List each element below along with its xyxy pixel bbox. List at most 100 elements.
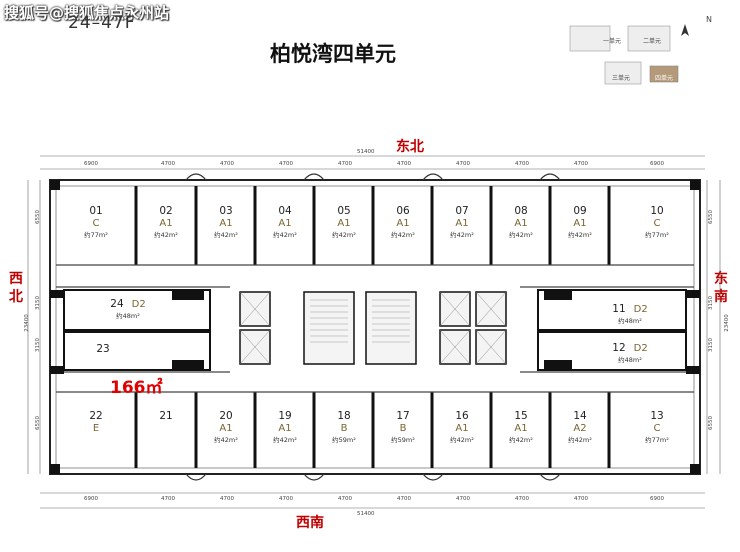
unit-type: E bbox=[92, 423, 100, 434]
unit-04[interactable]: 04 A1 约42m² bbox=[259, 205, 311, 240]
unit-area: 约42m² bbox=[273, 231, 297, 239]
unit-19[interactable]: 19 A1 约42m² bbox=[259, 410, 311, 445]
unit-type: C bbox=[653, 423, 661, 434]
unit-type: A1 bbox=[514, 423, 528, 434]
dim-bottom-1: 6900 bbox=[84, 496, 98, 502]
dim-top-10: 6900 bbox=[650, 161, 664, 167]
unit-type: A1 bbox=[219, 218, 233, 229]
unit-05[interactable]: 05 A1 约42m² bbox=[318, 205, 370, 240]
unit-area: 约48m² bbox=[618, 317, 642, 325]
unit-12[interactable]: 12 D2 约48m² bbox=[590, 342, 670, 365]
dim-top-8: 4700 bbox=[515, 161, 529, 167]
dim-left-2: 3150 bbox=[35, 296, 41, 310]
unit-number: 17 bbox=[396, 410, 410, 422]
unit-number: 03 bbox=[219, 205, 233, 217]
dim-top-5: 4700 bbox=[338, 161, 352, 167]
unit-number: 18 bbox=[337, 410, 351, 422]
unit-area: 约42m² bbox=[568, 436, 592, 444]
unit-10[interactable]: 10 C 约77m² bbox=[622, 205, 692, 240]
unit-number: 05 bbox=[337, 205, 351, 217]
unit-area: 约77m² bbox=[645, 231, 669, 239]
unit-number: 24 bbox=[110, 298, 124, 310]
unit-type: D2 bbox=[131, 299, 146, 310]
page-title: 柏悦湾四单元 bbox=[270, 42, 396, 66]
unit-number: 02 bbox=[159, 205, 173, 217]
key-plan bbox=[569, 24, 689, 85]
dim-right-2: 3150 bbox=[708, 296, 714, 310]
unit-15[interactable]: 15 A1 约42m² bbox=[495, 410, 547, 445]
keyplan-unit-2: 二单元 bbox=[643, 38, 662, 45]
unit-number: 23 bbox=[96, 343, 110, 355]
dim-top-4: 4700 bbox=[279, 161, 293, 167]
unit-01[interactable]: 01 C 约77m² bbox=[66, 205, 126, 240]
unit-number: 13 bbox=[650, 410, 664, 422]
dim-top-2: 4700 bbox=[161, 161, 175, 167]
keyplan-unit-3: 三单元 bbox=[612, 75, 631, 82]
unit-number: 10 bbox=[650, 205, 664, 217]
unit-09[interactable]: 09 A1 约42m² bbox=[554, 205, 606, 240]
dim-bottom-3: 4700 bbox=[220, 496, 234, 502]
unit-13[interactable]: 13 13 13 13 13 13 13 13 13 13 13 13 13 C… bbox=[622, 410, 692, 445]
unit-area: 约59m² bbox=[391, 436, 415, 444]
unit-area: 约42m² bbox=[509, 436, 533, 444]
unit-02[interactable]: 02 A1 约42m² bbox=[140, 205, 192, 240]
dim-bottom-10: 6900 bbox=[650, 496, 664, 502]
unit-area: 约77m² bbox=[645, 436, 669, 444]
unit-type: B bbox=[340, 423, 348, 434]
unit-number: 15 bbox=[514, 410, 528, 422]
unit-number: 14 bbox=[573, 410, 587, 422]
unit-23[interactable]: 23 bbox=[80, 343, 126, 356]
unit-03[interactable]: 03 A1 约42m² bbox=[200, 205, 252, 240]
dim-bottom-8: 4700 bbox=[515, 496, 529, 502]
dim-right-1: 6550 bbox=[708, 210, 714, 224]
unit-type: A1 bbox=[455, 423, 469, 434]
unit-number: 22 bbox=[89, 410, 103, 422]
unit-area: 约42m² bbox=[154, 231, 178, 239]
unit-14[interactable]: 14 A2 约42m² bbox=[554, 410, 606, 445]
unit-type: B bbox=[399, 423, 407, 434]
dim-right-4: 3150 bbox=[708, 338, 714, 352]
dim-left-4: 3150 bbox=[35, 338, 41, 352]
unit-22[interactable]: 22 E bbox=[66, 410, 126, 435]
direction-top: 东北 bbox=[396, 139, 424, 155]
unit-type: D2 bbox=[633, 304, 648, 315]
unit-area: 约48m² bbox=[116, 312, 140, 320]
unit-number: 07 bbox=[455, 205, 469, 217]
dim-top-3: 4700 bbox=[220, 161, 234, 167]
keyplan-unit-4: 四单元 bbox=[655, 75, 674, 82]
dim-bottom-9: 4700 bbox=[574, 496, 588, 502]
dim-left-1: 6550 bbox=[35, 210, 41, 224]
unit-type: A1 bbox=[396, 218, 410, 229]
unit-area: 约42m² bbox=[332, 231, 356, 239]
dim-bottom-7: 4700 bbox=[456, 496, 470, 502]
direction-left: 西 北 bbox=[9, 271, 23, 305]
unit-area: 约42m² bbox=[214, 436, 238, 444]
unit-21[interactable]: 21 bbox=[140, 410, 192, 423]
dim-total-top: 51400 bbox=[357, 149, 375, 155]
dim-left-3: 23400 bbox=[23, 314, 30, 332]
unit-11[interactable]: 11 D2 约48m² bbox=[590, 303, 670, 326]
unit-20[interactable]: 20 A1 约42m² bbox=[200, 410, 252, 445]
unit-16[interactable]: 16 A1 约42m² bbox=[436, 410, 488, 445]
dim-bottom-6: 4700 bbox=[397, 496, 411, 502]
unit-06[interactable]: 06 A1 约42m² bbox=[377, 205, 429, 240]
unit-17[interactable]: 17 B 约59m² bbox=[377, 410, 429, 445]
unit-area: 约42m² bbox=[391, 231, 415, 239]
unit-area: 约48m² bbox=[618, 356, 642, 364]
unit-24[interactable]: 24 D2 约48m² bbox=[88, 298, 168, 321]
dim-top-9: 4700 bbox=[574, 161, 588, 167]
dim-bottom-2: 4700 bbox=[161, 496, 175, 502]
dim-top-6: 4700 bbox=[397, 161, 411, 167]
unit-area: 约42m² bbox=[568, 231, 592, 239]
unit-number: 19 bbox=[278, 410, 292, 422]
unit-number: 08 bbox=[514, 205, 528, 217]
unit-area: 约42m² bbox=[450, 231, 474, 239]
unit-18[interactable]: 18 B 约59m² bbox=[318, 410, 370, 445]
unit-type: A1 bbox=[573, 218, 587, 229]
dim-bottom-4: 4700 bbox=[279, 496, 293, 502]
unit-number: 16 bbox=[455, 410, 469, 422]
unit-07[interactable]: 07 A1 约42m² bbox=[436, 205, 488, 240]
unit-08[interactable]: 08 A1 约42m² bbox=[495, 205, 547, 240]
floor-label: 24–47F bbox=[68, 13, 136, 33]
unit-number: 09 bbox=[573, 205, 587, 217]
